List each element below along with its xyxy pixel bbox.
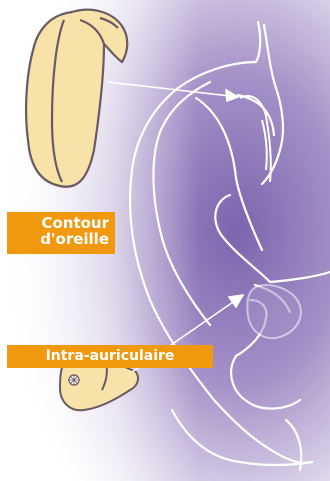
in-the-ear-label: Intra-auriculaire <box>7 345 213 368</box>
behind-the-ear-label: Contour d'oreille <box>7 212 115 254</box>
behind-the-ear-label-line2: d'oreille <box>7 232 109 248</box>
